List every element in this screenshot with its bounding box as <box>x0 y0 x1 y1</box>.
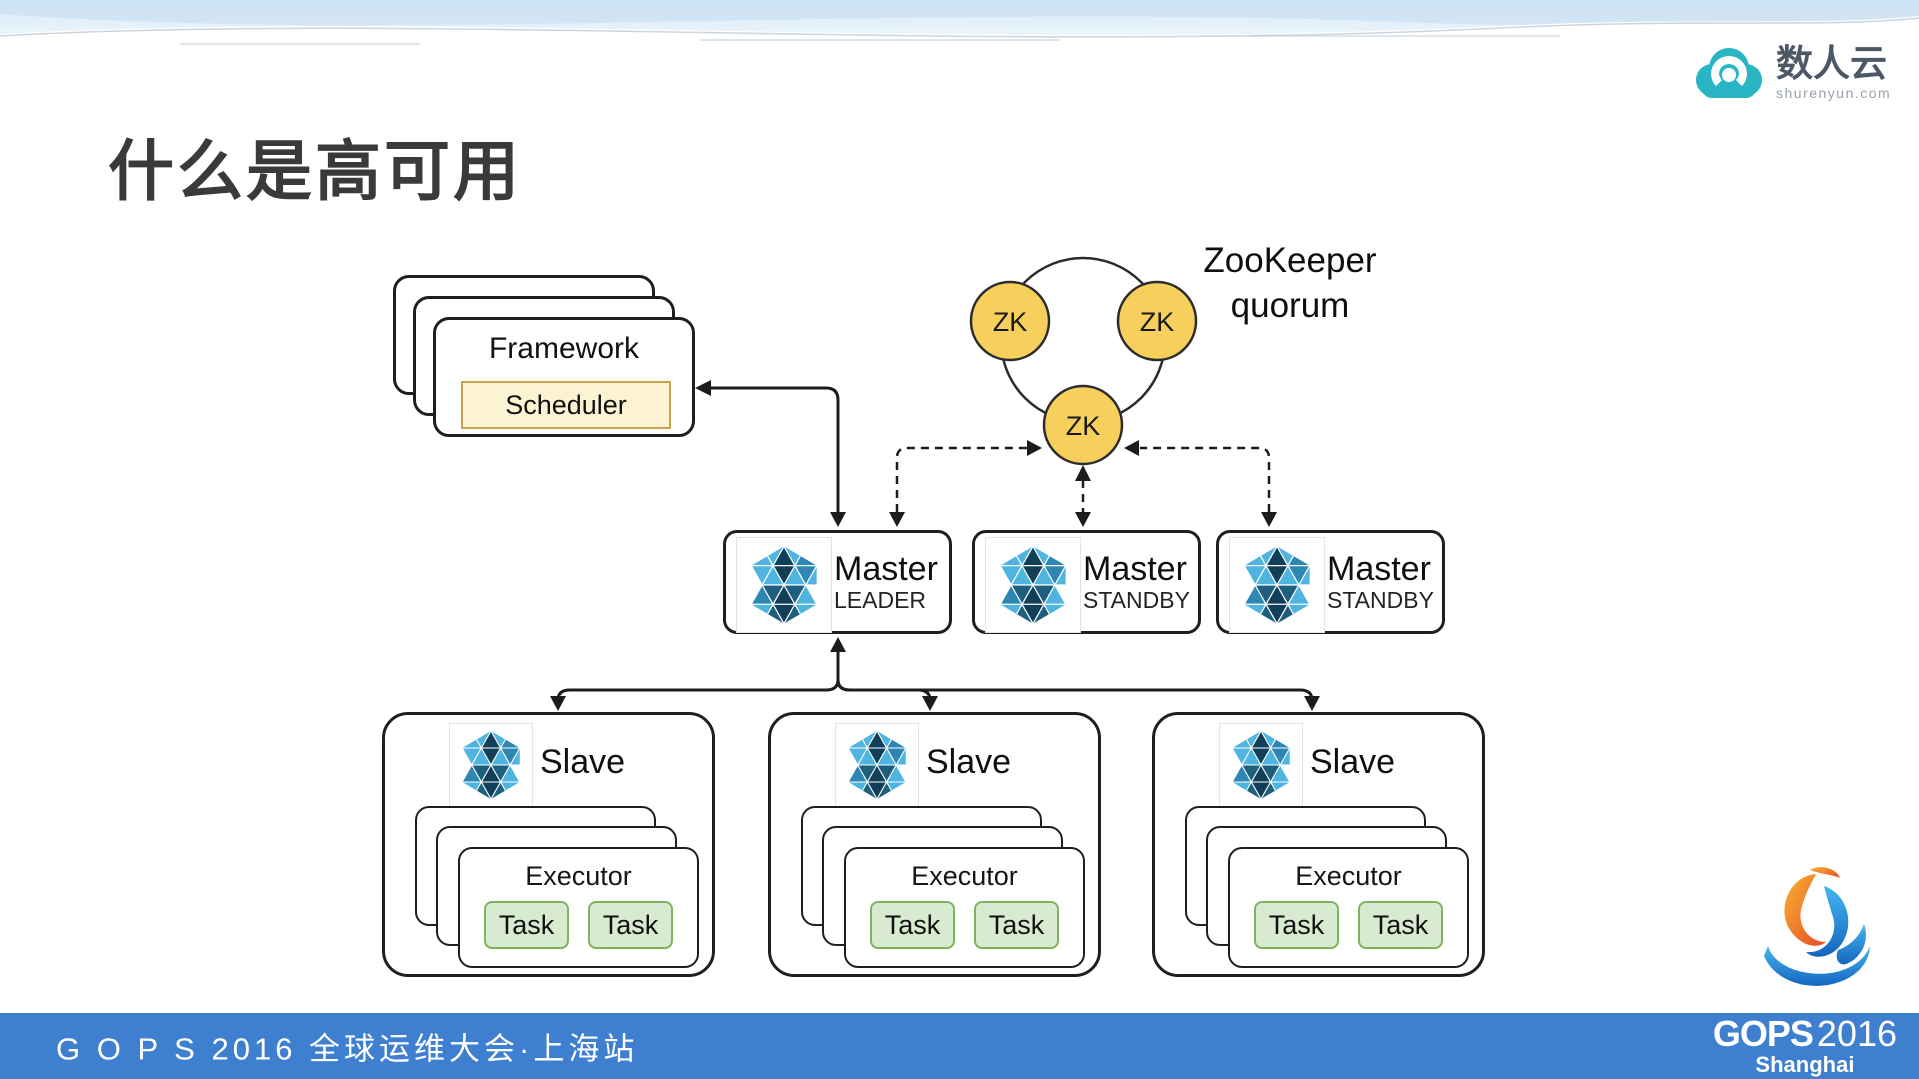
footer-bar: G O P S 2016 全球运维大会·上海站 <box>0 1013 1919 1079</box>
executor-label: Executor <box>1295 861 1402 891</box>
header-wave-decoration <box>0 0 1919 56</box>
scheduler-box: Scheduler <box>461 381 671 429</box>
mesos-logo-icon <box>840 728 914 802</box>
mesos-logo-frame <box>1229 537 1325 633</box>
gops-year: 2016 <box>1816 1013 1897 1054</box>
zk-node-label: ZK <box>1140 307 1175 337</box>
executor-card: Executor Task Task <box>844 847 1085 968</box>
master-title: Master <box>834 550 938 588</box>
mesos-logo-frame <box>449 723 533 807</box>
executor-label: Executor <box>911 861 1018 891</box>
zk-node: ZK <box>1116 280 1198 362</box>
slave-title: Slave <box>540 743 626 781</box>
mesos-logo-icon <box>742 543 826 627</box>
gops-word: GOPS <box>1712 1013 1814 1054</box>
master-title: Master <box>1083 550 1187 588</box>
master-card-standby-2: Master STANDBY <box>1216 530 1445 634</box>
slave-title: Slave <box>1310 743 1396 781</box>
mesos-logo-icon <box>991 543 1075 627</box>
mesos-logo-icon <box>1224 728 1298 802</box>
executor-label: Executor <box>525 861 632 891</box>
task-box: Task <box>974 901 1059 949</box>
zk-node: ZK <box>1042 384 1124 466</box>
master-title: Master <box>1327 550 1431 588</box>
gops-city: Shanghai <box>1755 1052 1855 1077</box>
framework-card: Framework Scheduler <box>433 317 695 437</box>
zookeeper-caption-line2: quorum <box>1230 286 1350 325</box>
task-box: Task <box>870 901 955 949</box>
master-subtitle: LEADER <box>834 587 927 613</box>
executor-card: Executor Task Task <box>1228 847 1469 968</box>
master-card-standby-1: Master STANDBY <box>972 530 1201 634</box>
brand-domain: shurenyun.com <box>1776 85 1892 101</box>
mesos-logo-icon <box>1235 543 1319 627</box>
task-box: Task <box>1254 901 1339 949</box>
shurenyun-cloud-icon <box>1696 48 1762 98</box>
slave-card-3: Slave Executor Task Task <box>1152 712 1485 977</box>
master-subtitle: STANDBY <box>1327 587 1434 613</box>
mesos-logo-icon <box>454 728 528 802</box>
mesos-logo-frame <box>835 723 919 807</box>
mesos-logo-frame <box>736 537 832 633</box>
task-box: Task <box>484 901 569 949</box>
zookeeper-caption: ZooKeeper quorum <box>1185 238 1395 328</box>
slave-card-1: Slave Executor Task Task <box>382 712 715 977</box>
brand-logo: 数人云 shurenyun.com <box>1688 42 1918 112</box>
master-subtitle: STANDBY <box>1083 587 1190 613</box>
task-box: Task <box>1358 901 1443 949</box>
slave-title: Slave <box>926 743 1012 781</box>
slave-card-2: Slave Executor Task Task <box>768 712 1101 977</box>
mesos-logo-frame <box>1219 723 1303 807</box>
zk-node-label: ZK <box>1066 411 1101 441</box>
brand-name: 数人云 <box>1776 43 1887 84</box>
zookeeper-caption-line1: ZooKeeper <box>1203 241 1377 280</box>
master-card-leader: Master LEADER <box>723 530 952 634</box>
zk-node-label: ZK <box>993 307 1028 337</box>
mesos-logo-frame <box>985 537 1081 633</box>
framework-label: Framework <box>488 332 639 365</box>
executor-card: Executor Task Task <box>458 847 699 968</box>
page-title: 什么是高可用 <box>108 134 522 208</box>
zk-node: ZK <box>969 280 1051 362</box>
footer-conference-text: G O P S 2016 全球运维大会·上海站 <box>56 1031 639 1067</box>
task-box: Task <box>588 901 673 949</box>
gops-emblem-icon <box>1764 867 1870 986</box>
